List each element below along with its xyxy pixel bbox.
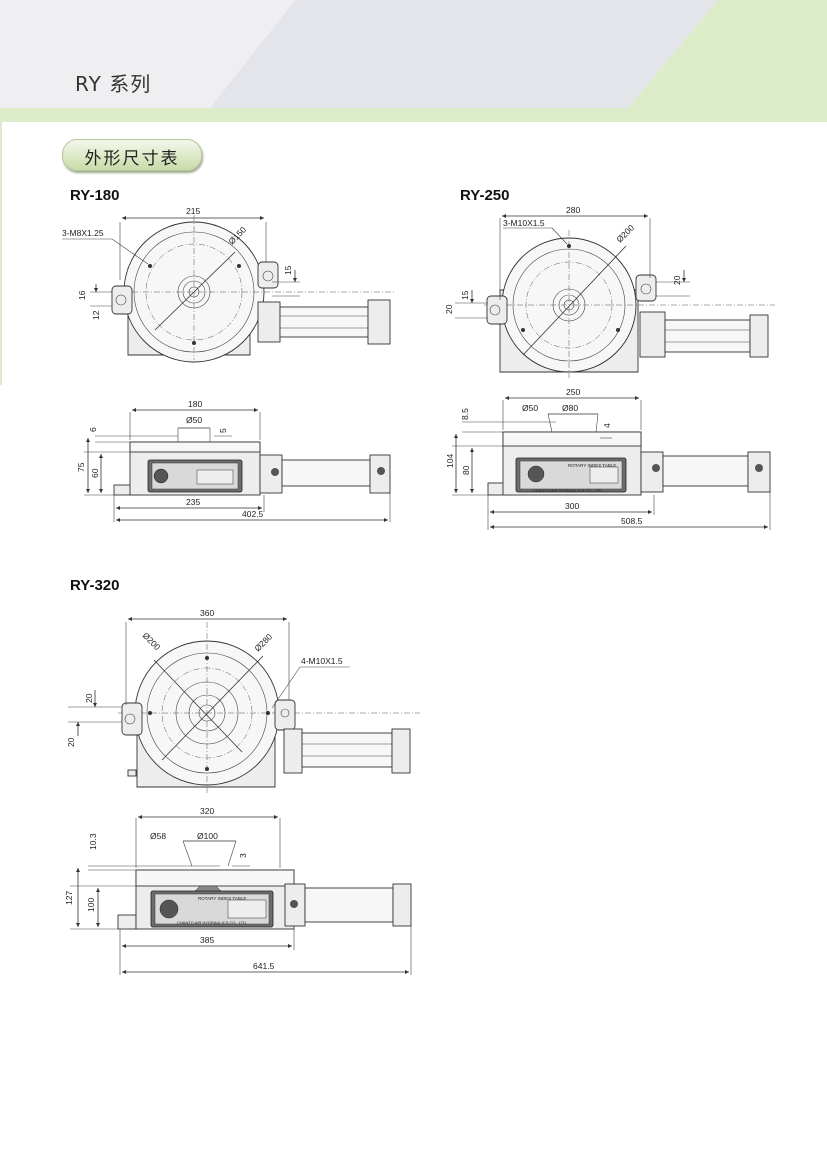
ry320-bore1: Ø58 [150, 831, 166, 841]
ry250-thread: 3-M10X1.5 [503, 218, 545, 228]
ry180-h1: 15 [283, 265, 293, 275]
ry250-plate-title: ROTARY INDEX TABLE [568, 463, 616, 468]
ry320-d103: 10.3 [88, 833, 98, 850]
ry320-base: 385 [200, 935, 214, 945]
ry250-base: 300 [565, 501, 579, 511]
section-title: 外形尺寸表 [84, 149, 180, 169]
ry250-side-view: ROTARY INDEX TABLE CHANTO AIR HYDRAULICS… [445, 387, 771, 530]
ry320-dia2: Ø280 [252, 631, 274, 653]
ry320-side-view: ROTARY INDEX TABLE CHANTO AIR HYDRAULICS… [64, 806, 412, 975]
ry180-d5: 5 [218, 428, 228, 433]
ry180-h3: 12 [91, 310, 101, 320]
ry320-overall: 641.5 [253, 961, 275, 971]
model-label-ry180: RY-180 [70, 187, 120, 204]
ry180-base: 235 [186, 497, 200, 507]
ry250-overall: 508.5 [621, 516, 643, 526]
ry180-side-view: 180 Ø50 5 6 75 60 235 402.5 [76, 399, 391, 522]
ry180-h2: 16 [77, 290, 87, 300]
ry320-h20a: 20 [84, 693, 94, 703]
ry180-bore: Ø50 [186, 415, 202, 425]
ry180-side-top: 180 [188, 399, 202, 409]
ry250-bore1: Ø50 [522, 403, 538, 413]
ry180-overall: 402.5 [242, 509, 264, 519]
ry180-top-view: 215 3-M8X1.25 Ø150 15 16 12 [62, 206, 395, 363]
ry250-top-view: 280 3-M10X1.5 Ø200 20 15 20 [444, 205, 775, 378]
ry320-dim-width: 360 [200, 608, 214, 618]
series-title: RY 系列 [75, 72, 152, 96]
ry320-side-top: 320 [200, 806, 214, 816]
ry250-d85: 8.5 [460, 408, 470, 420]
ry250-plate-company: CHANTO AIR HYDRAULICS CO., LTD [533, 488, 602, 493]
model-label-ry320: RY-320 [70, 577, 120, 594]
ry320-top-view: 360 Ø200 Ø280 4-M10X1.5 20 20 [66, 608, 420, 795]
ry250-d4: 4 [602, 423, 612, 428]
ry250-h20r: 20 [672, 275, 682, 285]
ry320-dia1: Ø200 [141, 630, 163, 652]
ry320-h127: 127 [64, 891, 74, 905]
ry320-h20b: 20 [66, 737, 76, 747]
ry250-h15: 15 [460, 290, 470, 300]
ry320-thread: 4-M10X1.5 [301, 656, 343, 666]
ry250-h104: 104 [445, 454, 455, 468]
ry180-thread: 3-M8X1.25 [62, 228, 104, 238]
ry250-bore2: Ø80 [562, 403, 578, 413]
ry180-h75: 75 [76, 462, 86, 472]
ry180-dim-width: 215 [186, 206, 200, 216]
ry320-bore2: Ø100 [197, 831, 218, 841]
ry250-h80: 80 [461, 465, 471, 475]
ry180-d6: 6 [88, 427, 98, 432]
ry250-dim-width: 280 [566, 205, 580, 215]
page-edge-accent [0, 120, 2, 385]
ry250-side-top: 250 [566, 387, 580, 397]
ry250-dia: Ø200 [614, 222, 636, 244]
ry250-h20l: 20 [444, 304, 454, 314]
ry320-h100: 100 [86, 898, 96, 912]
ry320-plate-title: ROTARY INDEX TABLE [198, 896, 246, 901]
model-label-ry250: RY-250 [460, 187, 510, 204]
header-background [0, 0, 827, 122]
ry320-plate-company: CHANTO AIR HYDRAULICS CO., LTD [177, 920, 246, 925]
ry180-h60: 60 [90, 468, 100, 478]
section-title-pill: 外形尺寸表 [62, 139, 202, 171]
ry320-d3: 3 [238, 853, 248, 858]
